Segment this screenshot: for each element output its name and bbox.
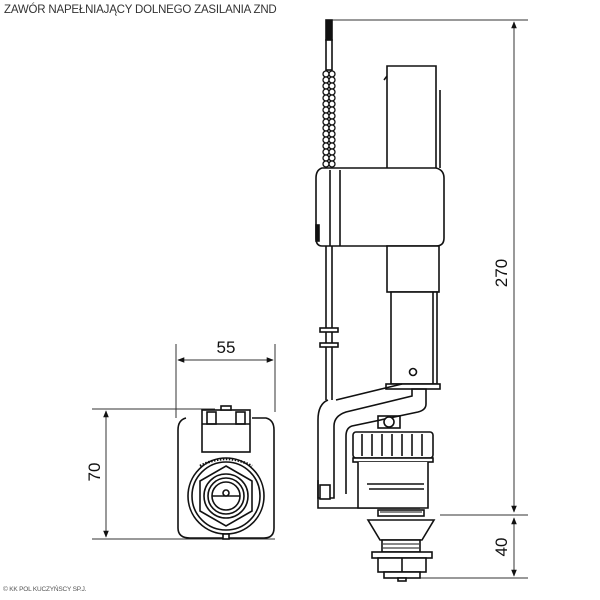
side-view: [315, 19, 445, 582]
dimension-55: [175, 344, 276, 418]
dimension-40-label: 40: [492, 538, 511, 557]
drawing-title: ZAWÓR NAPEŁNIAJĄCY DOLNEGO ZASILANIA ZND: [4, 4, 277, 16]
front-view: [177, 405, 275, 540]
dimension-270-label: 270: [492, 259, 511, 287]
copyright-notice: © KK POL KUCZYŃSCY SP.J.: [3, 586, 87, 593]
dimension-270: [330, 19, 528, 516]
dimension-70-label: 70: [85, 463, 104, 482]
dimension-55-label: 55: [217, 338, 236, 357]
spring-coil: [322, 70, 336, 168]
dimension-40: [420, 517, 528, 579]
dimension-70: [92, 408, 275, 540]
